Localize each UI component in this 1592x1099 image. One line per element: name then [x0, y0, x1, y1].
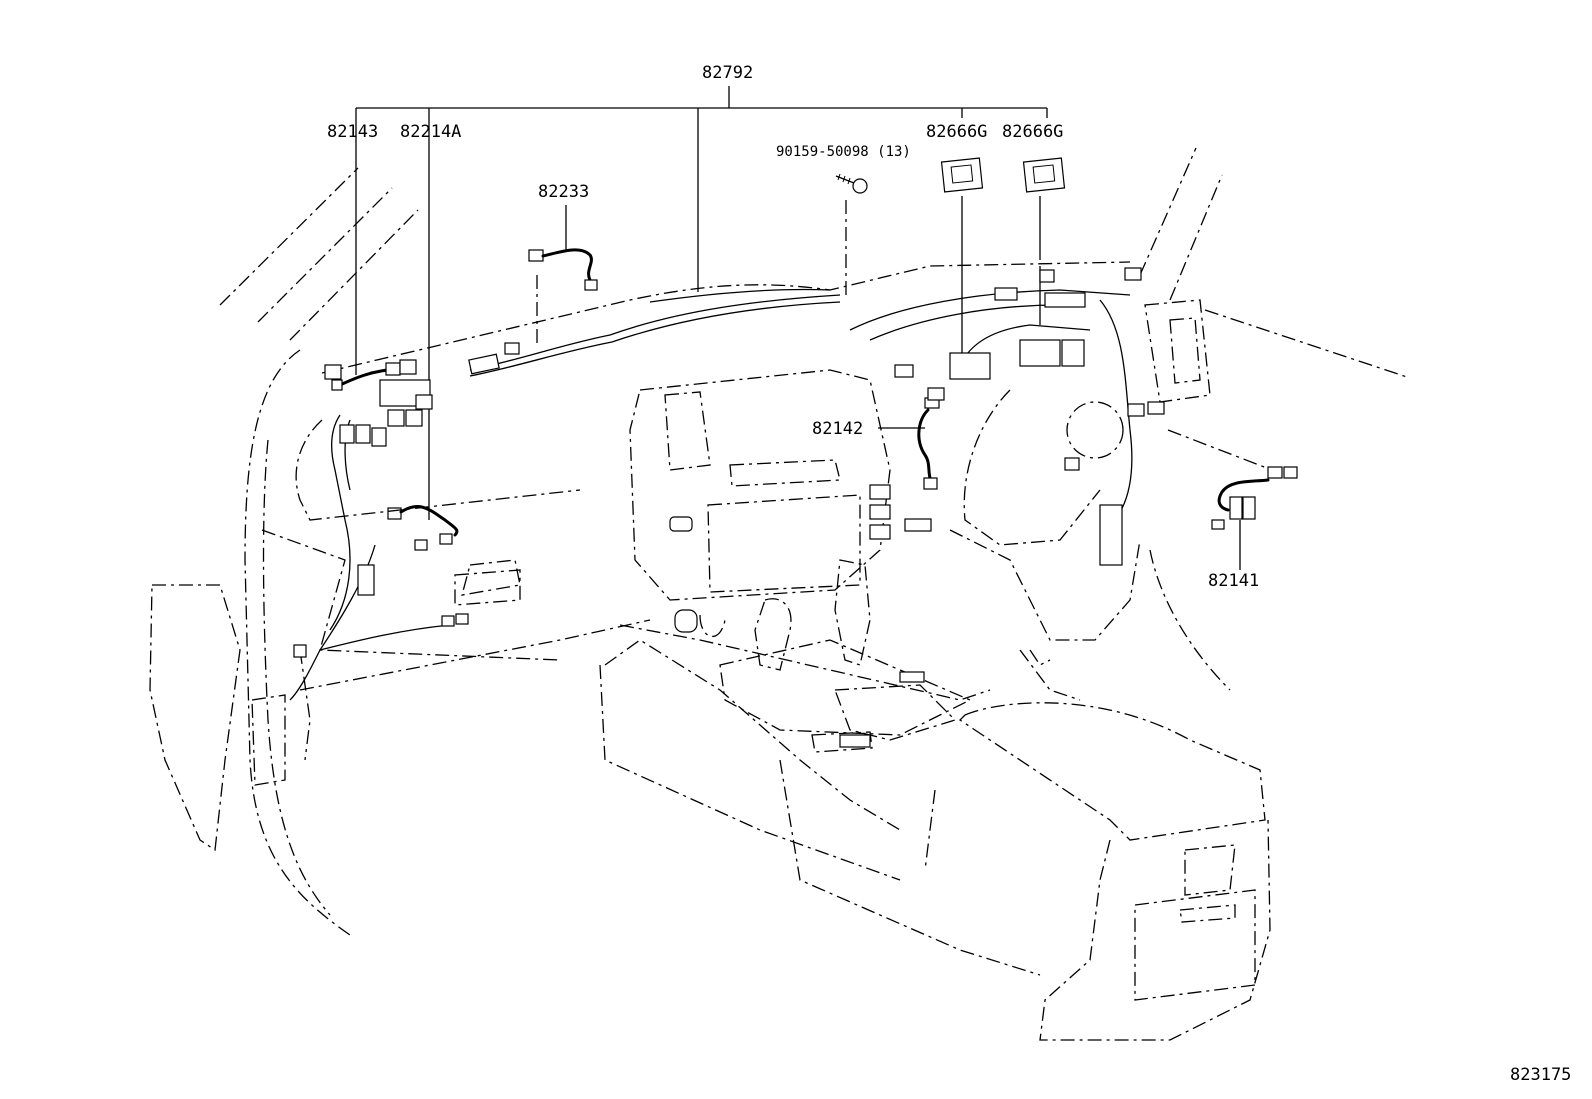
vehicle-body-outline: [149, 147, 1411, 1041]
label-82666g-1: 82666G: [926, 122, 987, 142]
harness-82214a-wire: [387, 505, 459, 551]
clamp-icon-1: [940, 157, 984, 193]
connector-blocks: [293, 267, 1165, 748]
harness-82143-wire: [331, 362, 401, 391]
harness-82141-wire: [1211, 466, 1298, 530]
label-82143: 82143: [327, 122, 378, 142]
bolt-icon: [835, 173, 868, 194]
label-82214a: 82214A: [400, 122, 461, 142]
harness-82233-wire: [528, 248, 598, 291]
label-82141: 82141: [1208, 571, 1259, 591]
label-82792: 82792: [702, 63, 753, 83]
harness-82792-routing: [289, 288, 1133, 701]
label-bolt: 90159-50098 (13): [776, 144, 911, 160]
label-82233: 82233: [538, 182, 589, 202]
leader-lines: [355, 86, 1273, 570]
label-82142: 82142: [812, 419, 863, 439]
label-82666g-2: 82666G: [1002, 122, 1063, 142]
clamp-icon-2: [1022, 157, 1066, 193]
harness-82142-wire: [917, 397, 940, 490]
figure-code: 823175: [1510, 1065, 1571, 1085]
